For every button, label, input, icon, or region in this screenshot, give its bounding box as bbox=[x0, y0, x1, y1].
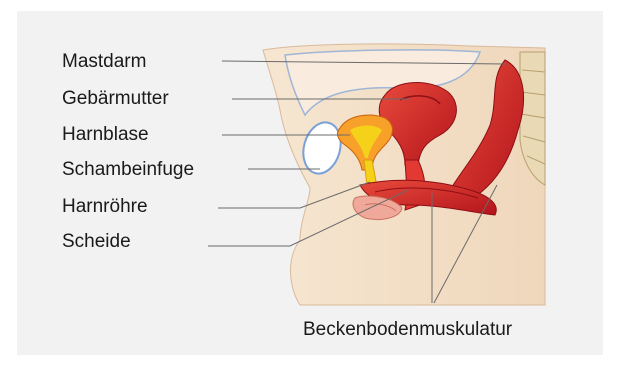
label-mastdarm: Mastdarm bbox=[62, 52, 146, 71]
label-harnroehre: Harnröhre bbox=[62, 197, 148, 216]
label-scheide: Scheide bbox=[62, 232, 131, 251]
label-schambeinfuge: Schambeinfuge bbox=[62, 160, 194, 179]
label-beckenboden: Beckenbodenmuskulatur bbox=[303, 320, 512, 339]
label-harnblase: Harnblase bbox=[62, 125, 149, 144]
label-gebaermutter: Gebärmutter bbox=[62, 89, 169, 108]
